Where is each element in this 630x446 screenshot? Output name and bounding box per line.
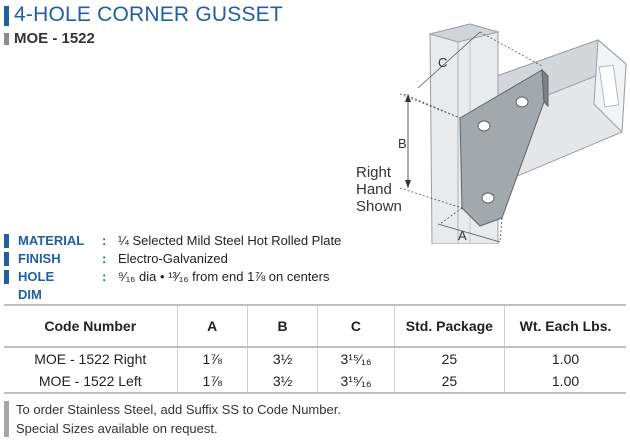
spec-label: MATERIAL [18,233,85,248]
cell-weight: 1.00 [551,351,580,367]
note-accent-bar [4,401,9,437]
table-header-row: Code Number A B C Std. Package Wt. Each … [4,304,626,348]
dim-a-label: A [458,228,467,243]
hole-1 [515,96,529,108]
spec-value: ⁹⁄₁₆ dia • ¹³⁄₁₆ from end 1⅞ on centers [118,269,330,284]
spec-label: HOLE DIM [18,269,55,302]
product-table: Code Number A B C Std. Package Wt. Each … [4,304,626,394]
col-header-c: C [317,304,395,348]
spec-value: ¼ Selected Mild Steel Hot Rolled Plate [118,233,342,248]
col-header-weight: Wt. Each Lbs. [504,304,626,348]
spec-accent-bar [4,270,9,284]
cell-c: 3¹⁵⁄₁₆ [317,370,395,394]
cell-code: MOE - 1522 Left [4,370,178,394]
dim-b-label: B [398,136,407,151]
vertical-channel-top [428,23,500,43]
note-special-sizes: Special Sizes available on request. [16,421,218,436]
table-row: MOE - 1522 Right 1⅞ 3½ 3¹⁵⁄₁₆ 25 1.00 [4,347,626,370]
gusset-plate-edge [541,68,549,108]
col-header-code-number: Code Number [4,304,178,348]
col-header-std-package: Std. Package [394,304,506,348]
cell-c: 3¹⁵⁄₁₆ [317,347,395,370]
col-header-a: A [177,304,248,348]
hole-2 [477,120,491,132]
cell-code: MOE - 1522 Right [4,347,178,370]
spec-value: Electro-Galvanized [118,251,228,266]
spec-colon: : [102,269,107,284]
page-title: 4-HOLE CORNER GUSSET [14,3,283,26]
table-row: MOE - 1522 Left 1⅞ 3½ 3¹⁵⁄₁₆ 25 1.00 [4,370,626,394]
product-code: MOE - 1522 [14,30,95,47]
subtitle-accent-bar [4,33,9,45]
caption-line-2: Hand [356,181,392,198]
spec-colon: : [102,251,107,266]
spec-accent-bar [4,252,9,266]
cell-weight: 1.00 [504,370,626,394]
cell-b: 3½ [247,370,319,394]
caption-line-1: Right [356,164,392,181]
hole-3 [481,192,495,204]
cell-b: 3½ [247,347,319,370]
spec-colon: : [102,233,107,248]
spec-accent-bar [4,234,9,248]
cell-package: 25 [394,370,506,394]
title-accent-bar [4,6,9,26]
caption-line-3: Shown [356,198,402,215]
cell-a: 1⅞ [177,370,248,394]
cell-a: 1⅞ [177,347,248,370]
col-header-b: B [247,304,319,348]
gusset-illustration: C B A Right Hand Shown [356,23,627,244]
dim-c-label: C [438,55,447,70]
spec-label: FINISH [18,251,61,266]
note-stainless: To order Stainless Steel, add Suffix SS … [16,402,341,417]
cell-package: 25 [394,347,506,370]
